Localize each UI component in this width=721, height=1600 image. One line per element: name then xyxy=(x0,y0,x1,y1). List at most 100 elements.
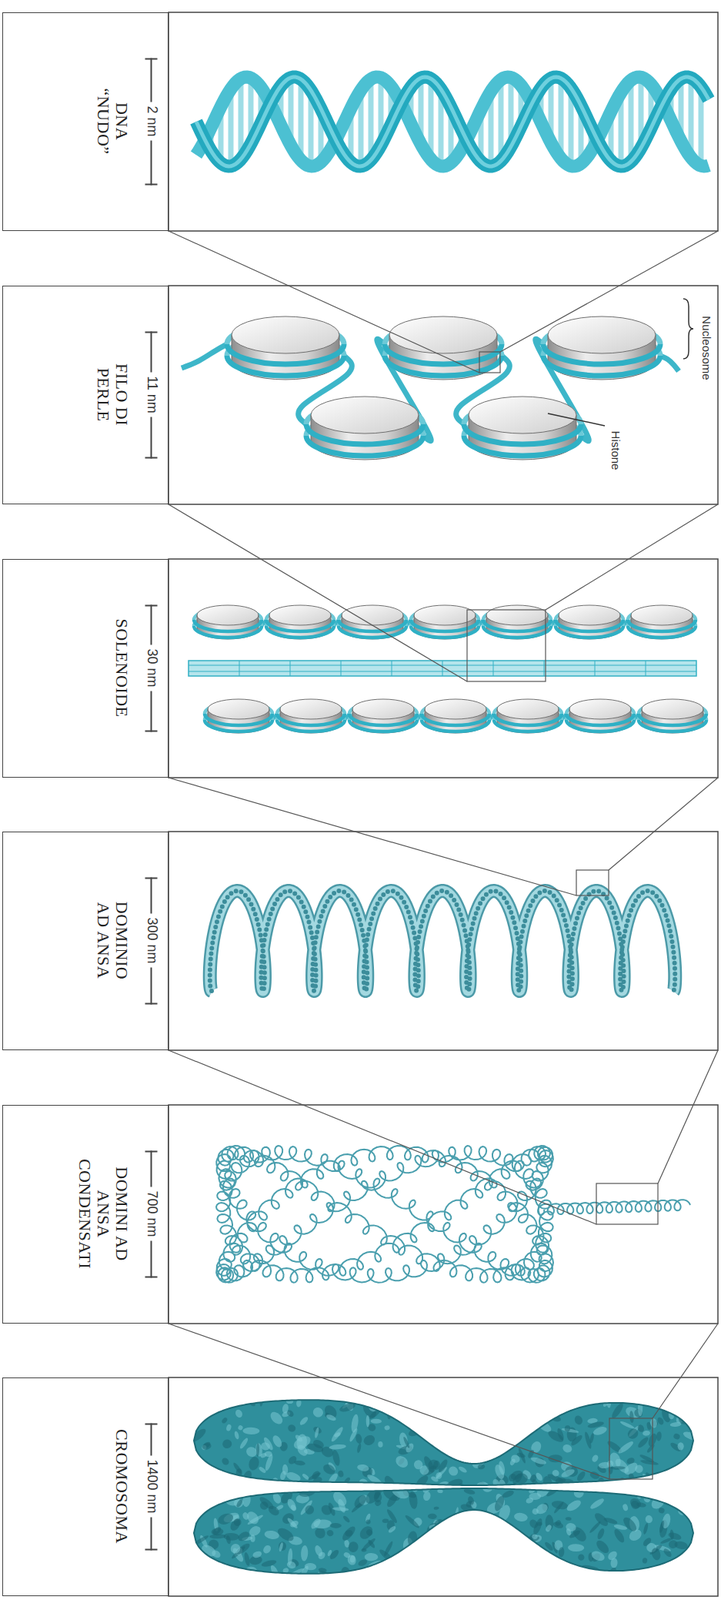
chromatid-outline xyxy=(193,1398,694,1485)
chromatin-texture xyxy=(259,1387,265,1406)
chromatin-texture xyxy=(683,1558,698,1576)
chromatin-texture xyxy=(413,1458,424,1469)
chromatin-texture xyxy=(346,1552,358,1566)
chromatin-texture xyxy=(232,1460,244,1474)
chromatin-texture xyxy=(336,1497,348,1513)
chromatin-texture xyxy=(603,1515,618,1525)
chromatin-texture xyxy=(682,1397,695,1409)
chromatin-texture xyxy=(530,1455,548,1466)
chromatin-texture xyxy=(447,1463,461,1477)
dna-wrap-front xyxy=(266,619,334,631)
label-part: 700 nm xyxy=(130,1149,161,1277)
chromatin-texture xyxy=(220,1455,231,1466)
chromatin-texture xyxy=(642,1428,651,1436)
chromatin-texture xyxy=(465,1530,474,1546)
chromatin-texture xyxy=(479,1527,500,1542)
chromatin-texture xyxy=(493,1462,507,1479)
chromatin-texture xyxy=(605,1388,612,1407)
histone-core-top xyxy=(468,396,577,434)
chromatin-texture xyxy=(383,1424,391,1430)
dna-strand-highlight xyxy=(196,76,709,167)
scale-label: 1400 nm xyxy=(142,1454,160,1516)
chromatin-texture xyxy=(222,1565,229,1580)
histone-core-top xyxy=(413,604,476,625)
level-name: FILO DI PERLE xyxy=(93,346,131,443)
dna-wrap-front xyxy=(638,719,707,732)
chromatin-texture xyxy=(657,1472,675,1483)
zoom-line xyxy=(652,1322,718,1418)
dna-wrap-front xyxy=(266,625,334,638)
histone-core-top xyxy=(641,698,704,719)
chromatin-texture xyxy=(408,1411,424,1423)
chromatin-texture xyxy=(500,1488,515,1499)
chromatin-texture xyxy=(672,1431,681,1440)
level-name: DOMINIO AD ANSA xyxy=(93,891,131,989)
chromatin-texture xyxy=(461,1439,471,1453)
label-part: 2 nm xyxy=(130,57,161,185)
chromatin-texture xyxy=(251,1548,263,1558)
chromatin-texture xyxy=(405,1552,423,1564)
scale-label: 30 nm xyxy=(142,644,160,691)
rotated-label-group: 30 nmSOLENOIDE xyxy=(6,564,164,772)
dna-double-helix xyxy=(196,76,709,167)
chromatin-texture xyxy=(340,1523,358,1543)
chromatin-texture xyxy=(443,1459,464,1479)
chromatin-texture xyxy=(524,1538,532,1548)
chromatin-beads xyxy=(210,890,676,991)
chromosome xyxy=(186,1387,701,1583)
scale-label: 300 nm xyxy=(142,912,160,967)
dna-wrap-front xyxy=(555,619,624,631)
chromatin-texture xyxy=(544,1522,553,1532)
chromatin-texture xyxy=(506,1535,518,1551)
chromatin-texture xyxy=(637,1398,643,1416)
chromatin-texture xyxy=(551,1468,561,1477)
scale-tick xyxy=(144,876,157,878)
chromatin-texture xyxy=(186,1563,206,1579)
chromatin-texture xyxy=(527,1552,534,1564)
chromatin-texture xyxy=(313,1425,320,1438)
chromatin-texture xyxy=(206,1563,214,1573)
scale-tick xyxy=(144,1547,157,1549)
chromatin-texture xyxy=(627,1472,635,1481)
chromatin-texture xyxy=(560,1466,576,1479)
chromatin-texture xyxy=(328,1442,347,1449)
dna-wrap-front xyxy=(627,619,696,631)
scale-label: 700 nm xyxy=(142,1185,160,1240)
zoom-line xyxy=(168,1049,597,1224)
chromatin-texture xyxy=(247,1523,263,1538)
dna-wrap-front xyxy=(638,713,707,725)
histone-core-top xyxy=(389,316,498,354)
zoom-box xyxy=(467,609,546,681)
chromatin-texture xyxy=(463,1468,472,1479)
chromatin-texture xyxy=(300,1544,309,1561)
histone-core-top xyxy=(231,316,340,354)
fiber-axis xyxy=(188,660,697,676)
chromatin-texture xyxy=(476,1517,485,1524)
chromatin-texture xyxy=(427,1512,438,1519)
chromatin-texture xyxy=(634,1391,647,1402)
histone-core-top xyxy=(569,698,631,719)
scale-tick xyxy=(144,604,157,606)
chromatin-texture xyxy=(634,1487,643,1499)
histone-core-top xyxy=(547,316,656,354)
linker-dna xyxy=(181,343,227,368)
fiber-axis-segment xyxy=(391,660,393,676)
chromatin-texture xyxy=(193,1566,203,1576)
chromatin-texture xyxy=(640,1458,659,1466)
dna-wrap-front xyxy=(555,625,624,638)
chromatin-texture xyxy=(446,1472,458,1482)
chromatin-texture xyxy=(313,1518,332,1529)
zoom-line xyxy=(545,504,718,610)
chromatin-texture xyxy=(395,1552,409,1566)
chromatin-texture xyxy=(489,1514,499,1530)
scale-tick xyxy=(144,1149,157,1152)
chromatin-texture xyxy=(619,1484,625,1492)
chromatin-texture xyxy=(340,1565,351,1579)
chromatin-texture xyxy=(467,1494,476,1505)
chromatin-texture xyxy=(484,1447,496,1464)
chromatin-texture xyxy=(421,1546,438,1558)
chromatin-texture xyxy=(667,1538,678,1549)
chromatin-texture xyxy=(327,1471,340,1486)
dna-wrap-front xyxy=(277,719,345,732)
panel-label-cell: 300 nm DOMINIO AD ANSA xyxy=(2,831,169,1050)
